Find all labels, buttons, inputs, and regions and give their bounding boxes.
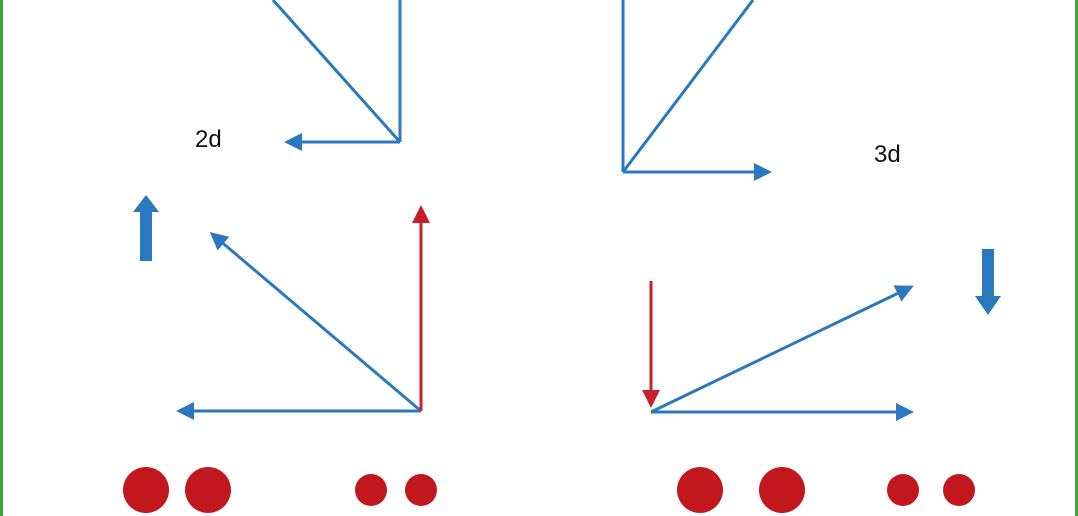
arrow-down-icon	[975, 249, 1001, 315]
bottom-right-vector-set	[642, 281, 914, 421]
small-ball	[355, 474, 387, 506]
large-ball	[123, 467, 169, 513]
small-ball	[887, 474, 919, 506]
large-ball	[759, 467, 805, 513]
top-right-vector-triangle	[621, 0, 772, 181]
ball-group-bottom-right	[677, 467, 975, 513]
label-2d: 2d	[195, 126, 222, 153]
small-ball	[405, 474, 437, 506]
ball-group-bottom-left	[123, 467, 437, 513]
small-ball	[943, 474, 975, 506]
arrow-up-icon	[133, 195, 159, 261]
bottom-left-diagonal-vector	[209, 232, 422, 413]
vector-diagram	[123, 0, 1001, 513]
label-3d: 3d	[874, 141, 901, 168]
large-ball	[185, 467, 231, 513]
top-right-diagonal-vector	[621, 0, 755, 173]
top-left-diagonal-vector	[271, 0, 402, 143]
bottom-left-vector-set	[176, 205, 430, 420]
top-left-vector-triangle	[271, 0, 402, 151]
large-ball	[677, 467, 723, 513]
bottom-right-diagonal-vector	[650, 285, 914, 414]
